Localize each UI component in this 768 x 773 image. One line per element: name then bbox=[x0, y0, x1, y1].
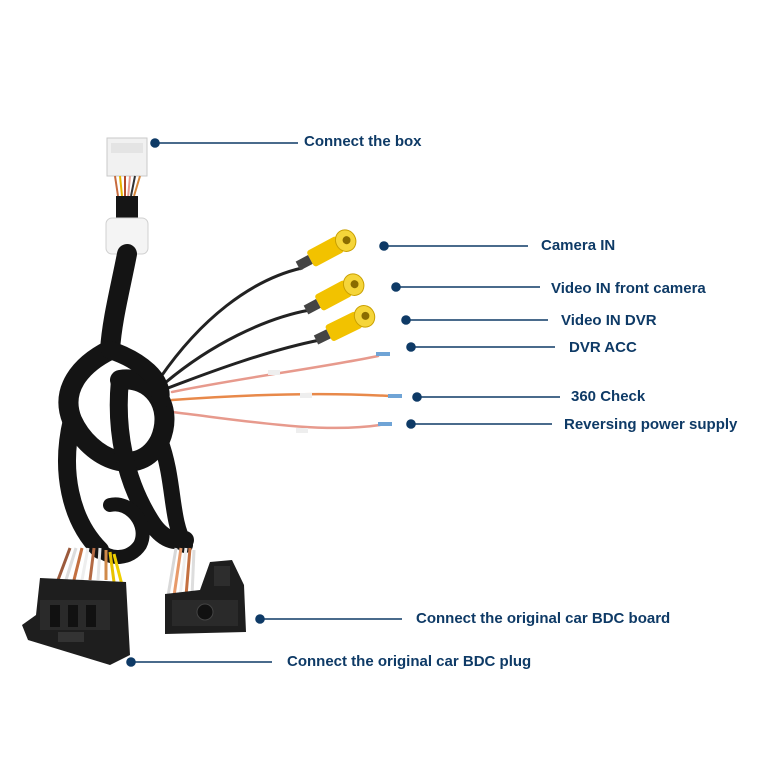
label-bdc-plug: Connect the original car BDC plug bbox=[287, 653, 532, 670]
leader-dot bbox=[406, 342, 416, 352]
wire-camera-in bbox=[158, 266, 304, 380]
pin-tip bbox=[388, 394, 402, 398]
wire-reversing bbox=[170, 410, 382, 430]
rca-connector-camera-in bbox=[295, 229, 357, 271]
pin-tip bbox=[378, 422, 392, 426]
rca-connector-video-dvr bbox=[313, 305, 376, 345]
leader-dot bbox=[406, 419, 416, 429]
wire-sleeve bbox=[300, 393, 312, 398]
leader-dot bbox=[401, 315, 411, 325]
leader-lines bbox=[126, 138, 560, 667]
label-connect-box: Connect the box bbox=[304, 133, 422, 150]
leader-dot bbox=[126, 657, 136, 667]
leader-dot bbox=[150, 138, 160, 148]
bdc-plug-connector bbox=[22, 578, 130, 665]
leader-dot bbox=[379, 241, 389, 251]
label-reversing-power-supply: Reversing power supply bbox=[564, 416, 738, 433]
branch-wires bbox=[158, 266, 402, 433]
pin-tip bbox=[376, 352, 390, 356]
label-video-in-dvr: Video IN DVR bbox=[561, 312, 657, 329]
leader-dot bbox=[412, 392, 422, 402]
fan-out-wires bbox=[56, 547, 196, 597]
braided-harness bbox=[58, 244, 194, 564]
wire-video-front bbox=[163, 308, 312, 385]
wire-sleeve bbox=[296, 428, 308, 433]
wire-sleeve bbox=[268, 370, 280, 375]
wire-video-dvr bbox=[166, 338, 322, 390]
label-camera-in: Camera IN bbox=[541, 237, 616, 254]
wire-360-check bbox=[170, 392, 392, 402]
label-video-in-front-camera: Video IN front camera bbox=[551, 280, 706, 297]
rca-connectors bbox=[295, 229, 376, 345]
label-360-check: 360 Check bbox=[571, 388, 646, 405]
bdc-board-connector bbox=[165, 560, 246, 634]
leader-dot bbox=[391, 282, 401, 292]
rca-connector-video-front bbox=[303, 273, 365, 315]
leader-dot bbox=[255, 614, 265, 624]
box-connector bbox=[105, 137, 149, 255]
label-bdc-board: Connect the original car BDC board bbox=[416, 610, 671, 627]
label-dvr-acc: DVR ACC bbox=[569, 339, 637, 356]
